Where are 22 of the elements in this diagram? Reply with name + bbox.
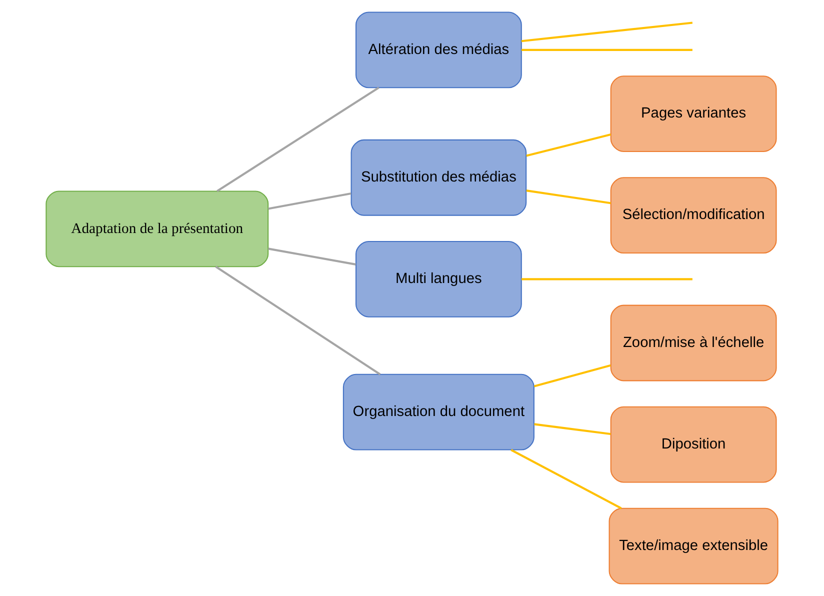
connector: [510, 449, 622, 510]
node-box: Adaptation de la présentation: [46, 190, 269, 268]
connector: [526, 190, 611, 204]
node-box: Altération des médias: [355, 12, 522, 88]
connector: [521, 48, 692, 51]
connector: [216, 86, 380, 192]
connector: [526, 133, 611, 157]
connector: [215, 266, 381, 376]
node-box: Multi langues: [355, 240, 522, 318]
node-box: Diposition: [610, 406, 777, 483]
connector: [534, 423, 611, 436]
node-box: Texte/image extensible: [608, 508, 778, 584]
node-box: Organisation du document: [342, 374, 534, 450]
node-box: Pages variantes: [610, 76, 777, 152]
connector: [521, 22, 693, 42]
node-box: Sélection/modification: [610, 177, 777, 254]
node-box: Zoom/mise à l'échelle: [610, 304, 777, 382]
connector: [534, 364, 611, 388]
connector: [268, 248, 356, 266]
connector: [268, 192, 352, 210]
node-box: Substitution des médias: [350, 139, 527, 216]
connector: [521, 278, 692, 280]
